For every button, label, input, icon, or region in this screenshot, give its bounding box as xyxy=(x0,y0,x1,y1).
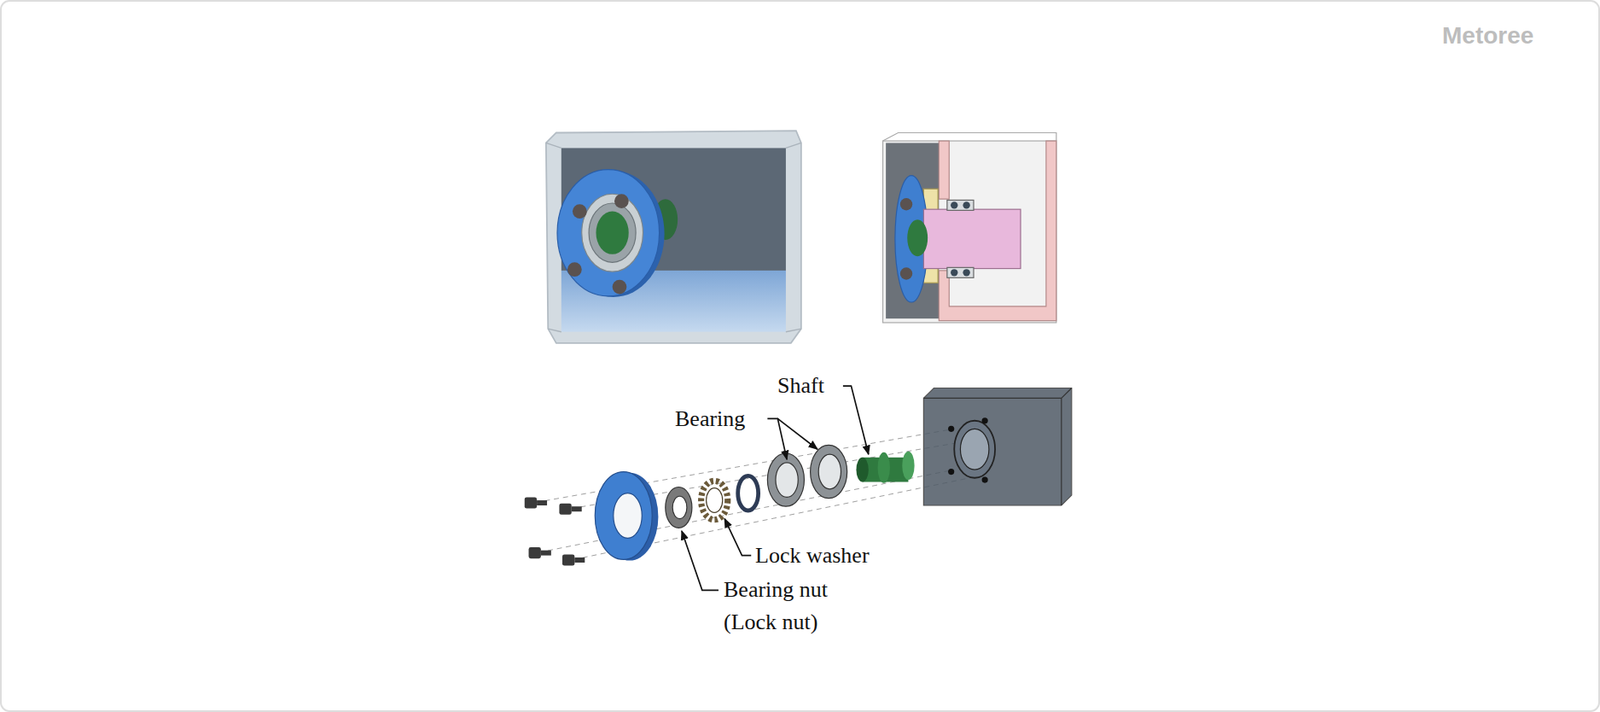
cutaway-view xyxy=(883,132,1057,322)
housing-view xyxy=(546,130,802,344)
part-label: Bearing nut (Lock nut) xyxy=(723,573,865,639)
part-label: Lock washer xyxy=(755,539,870,572)
part-label: Shaft xyxy=(777,369,825,402)
part-label: Bearing xyxy=(674,402,745,436)
watermark: Metoree xyxy=(1442,22,1534,50)
exploded-view xyxy=(524,387,1072,565)
